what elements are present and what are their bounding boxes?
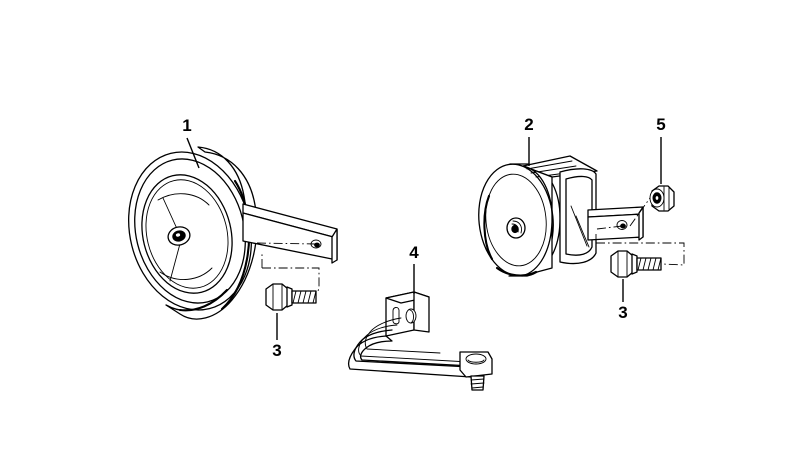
callout-1-leader xyxy=(186,137,200,169)
bracket-arm-inner-edge xyxy=(358,324,470,363)
horn2-body-inner-ring xyxy=(485,173,547,267)
bolt-left-thread-3 xyxy=(302,290,307,304)
bracket-arm-inner-edge-2 xyxy=(364,317,441,354)
horn2-body-shading-2 xyxy=(495,266,538,277)
horn2-trumpet-top-line-1 xyxy=(526,160,573,170)
bolt-left-thread-5 xyxy=(312,290,317,304)
part-3-hex-flange-bolt-right[interactable] xyxy=(610,250,662,278)
bracket-stud-thread-2 xyxy=(470,382,485,385)
assembly-line-right-offset xyxy=(596,242,685,266)
horn1-face-seam-upper xyxy=(162,197,179,232)
horn1-cover-crimp-arc-lower xyxy=(159,267,213,280)
horn1-diaphragm-ring xyxy=(145,179,229,289)
bolt-left-hex-head xyxy=(265,283,289,311)
callout-1[interactable]: 1 xyxy=(182,116,200,169)
horn2-trumpet-mouth-inner xyxy=(565,175,593,256)
bracket-slot xyxy=(392,307,400,325)
assembly-line-right-bolt xyxy=(596,225,623,230)
bracket-upright-right xyxy=(413,291,430,333)
part-3-hex-flange-bolt-left[interactable] xyxy=(265,283,317,311)
bolt-right-flange xyxy=(631,253,638,275)
horn2-hub-bore xyxy=(511,224,519,234)
horn1-rim-shading xyxy=(220,179,251,311)
part-1-disc-horn-low-tone[interactable] xyxy=(112,139,338,323)
part-2-disc-horn-with-trumpet[interactable] xyxy=(473,155,644,280)
assembly-line-left xyxy=(256,242,317,245)
horn1-center-hub-bore xyxy=(174,232,182,238)
bolt-left-flange xyxy=(286,286,293,308)
nut-bore-inner xyxy=(654,195,660,201)
bolt-right-hex-head xyxy=(610,250,634,278)
bolt-right-thread-2 xyxy=(642,257,647,271)
horn2-mouth-reflection-2 xyxy=(575,215,590,248)
callout-2-label: 2 xyxy=(524,115,533,134)
callout-5-label: 5 xyxy=(656,115,665,134)
callout-1-label: 1 xyxy=(182,116,191,135)
bracket-hole xyxy=(405,308,417,324)
horn2-mouth-reflection-1 xyxy=(570,205,588,247)
callout-4-label: 4 xyxy=(409,243,419,262)
bolt-right-thread-5 xyxy=(657,257,662,271)
horn1-bracket-hole-shadow xyxy=(314,242,320,248)
horn1-bracket-bar-end xyxy=(331,228,338,264)
horn2-hub-arc-1 xyxy=(512,220,522,234)
horn1-face-seam-lower xyxy=(169,239,182,282)
part-5-hex-nut[interactable] xyxy=(649,185,675,212)
callout-3a-label: 3 xyxy=(272,341,281,360)
bracket-hole-shadow xyxy=(409,309,414,324)
callout-3b-label: 3 xyxy=(618,303,627,322)
callout-4[interactable]: 4 xyxy=(409,243,419,294)
bracket-stud-thread-3 xyxy=(471,386,484,389)
bracket-arm-top-edge xyxy=(353,329,471,368)
bracket-stud-thread-1 xyxy=(470,378,485,381)
horn1-rim-shading-2 xyxy=(178,288,229,312)
callout-3b[interactable]: 3 xyxy=(618,279,628,322)
bolt-left-thread-2 xyxy=(297,290,302,304)
bolt-left-thread-1 xyxy=(292,290,297,304)
callout-2[interactable]: 2 xyxy=(524,115,534,166)
part-4-horn-mounting-bracket[interactable] xyxy=(348,291,493,391)
assembly-line-left-offset xyxy=(262,267,320,292)
callout-5[interactable]: 5 xyxy=(656,115,666,184)
bolt-right-thread-1 xyxy=(637,257,642,271)
horn2-body-shading xyxy=(483,194,494,261)
bolt-left-thread-4 xyxy=(307,290,312,304)
assembly-line-right-nut xyxy=(629,197,651,227)
callout-group: 1 2 3 3 4 5 xyxy=(182,115,665,360)
horn1-cover-crimp-arc xyxy=(157,193,210,206)
bracket-boss-bore-inner xyxy=(467,359,485,363)
bolt-right-thread-4 xyxy=(652,257,657,271)
callout-3a[interactable]: 3 xyxy=(272,313,282,360)
bolt-right-thread-3 xyxy=(647,257,652,271)
